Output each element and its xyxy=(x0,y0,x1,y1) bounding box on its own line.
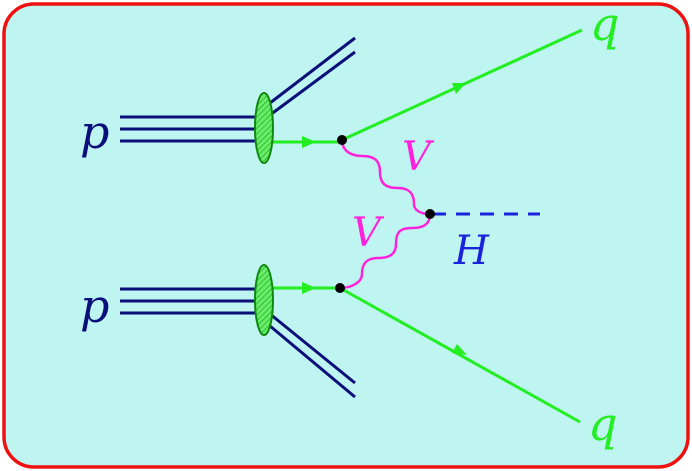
quark-arrow-incoming-bottom xyxy=(302,282,316,294)
boson-bottom-propagator xyxy=(339,213,432,290)
boson-top-propagator xyxy=(340,139,431,216)
vertex-higgs xyxy=(425,209,435,219)
proton-bottom-blob xyxy=(254,264,274,336)
vertex-bottom xyxy=(335,283,345,293)
label-quark-top: q xyxy=(590,0,619,51)
proton-bottom-lines xyxy=(120,287,262,315)
proton-bottom-remnant xyxy=(269,312,356,399)
proton-top-blob xyxy=(254,92,274,164)
proton-top-remnant xyxy=(269,36,356,117)
label-boson-top: V xyxy=(402,134,435,180)
proton-top-lines xyxy=(120,115,262,143)
label-boson-bottom: V xyxy=(352,210,385,256)
label-quark-bottom: q xyxy=(588,397,617,451)
vertex-top xyxy=(337,135,347,145)
label-higgs: H xyxy=(453,228,490,274)
label-proton-bottom: p xyxy=(80,279,109,333)
label-proton-top: p xyxy=(80,105,109,159)
quark-arrow-outgoing-top xyxy=(452,83,466,94)
quark-arrow-incoming-top xyxy=(302,136,316,148)
quark-arrow-outgoing-bottom xyxy=(452,344,467,355)
